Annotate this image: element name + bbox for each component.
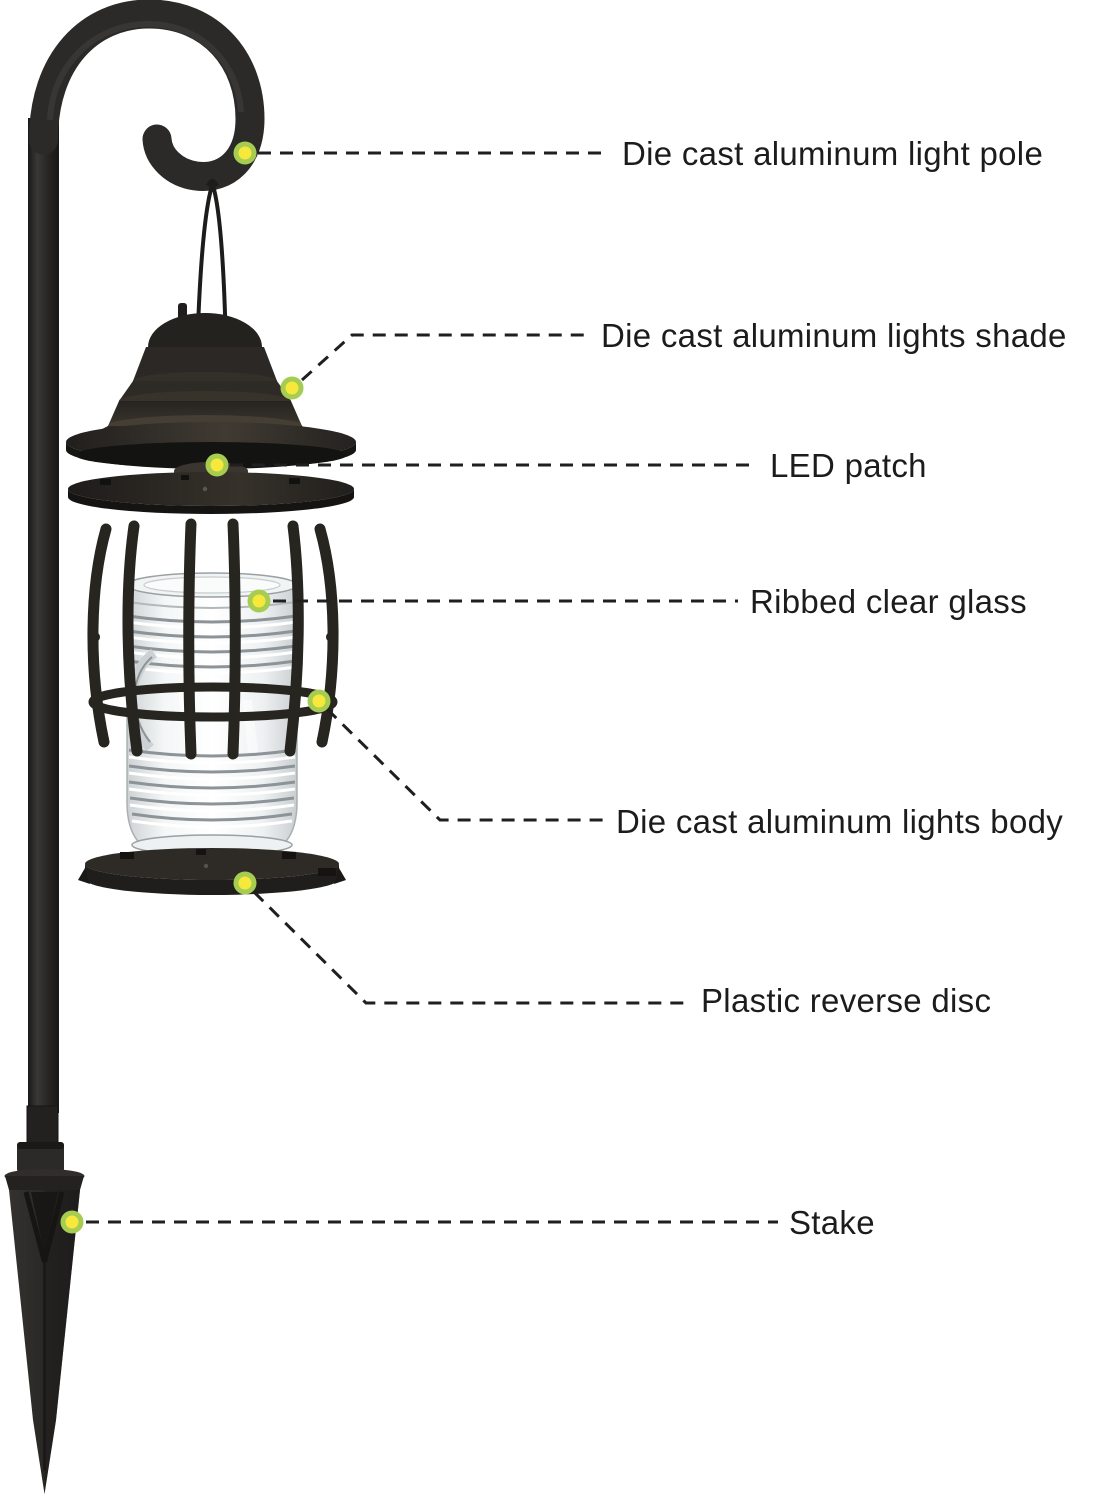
- label-lights-shade: Die cast aluminum lights shade: [601, 317, 1067, 354]
- callout-dot-led-patch: [205, 453, 229, 477]
- callout-line-reverse-disc: [252, 890, 688, 1005]
- callout-line-lights-body: [325, 707, 603, 822]
- callout-dot-light-pole: [233, 141, 257, 165]
- hanger-wire: [195, 177, 228, 357]
- led-disc-notch-right: [289, 478, 300, 484]
- pole-hook-curve: [29, 0, 265, 191]
- callout-line-lights-shade: [300, 333, 588, 382]
- stake-coupler-shadow: [17, 1142, 64, 1149]
- shade-underside-shadow: [75, 442, 347, 468]
- stake-sleeve: [26, 1105, 59, 1145]
- label-lights-body: Die cast aluminum lights body: [616, 803, 1063, 840]
- reverse-disc-side: [85, 864, 339, 895]
- label-ribbed-glass: Ribbed clear glass: [750, 583, 1027, 620]
- reverse-disc-notch-left: [120, 852, 134, 859]
- callout-dot-lights-shade: [280, 376, 304, 400]
- led-disc-top: [68, 472, 354, 506]
- cage-bar-right: [284, 520, 304, 757]
- callout-dot-lights-body: [307, 689, 331, 713]
- led-disc-notch-mid: [181, 475, 189, 480]
- light-pole-illustration: [28, 0, 265, 1113]
- reverse-disc-dot: [203, 863, 209, 869]
- glass-neck-line: [127, 601, 297, 609]
- led-disc-side: [68, 489, 354, 514]
- wire-hook-top: [206, 179, 219, 187]
- cage-tab-right: [326, 632, 336, 642]
- reverse-disc-tab-right: [318, 868, 336, 876]
- cage-ring: [88, 682, 338, 722]
- pole-hook-highlight: [47, 20, 244, 121]
- led-disc-notch-left: [100, 479, 111, 485]
- reverse-disc-notch-mid: [196, 849, 206, 855]
- stake-groove-fill: [31, 1192, 58, 1254]
- reverse-disc-top: [85, 848, 339, 880]
- label-light-pole: Die cast aluminum light pole: [622, 135, 1043, 172]
- reverse-disc-notch-right: [282, 852, 296, 859]
- stake-coupler: [17, 1142, 64, 1174]
- label-reverse-disc: Plastic reverse disc: [701, 982, 991, 1019]
- wire-loop: [195, 177, 228, 357]
- cage-bar-outer-left: [87, 523, 112, 748]
- label-led-patch: LED patch: [770, 447, 927, 484]
- lights-shade-illustration: [66, 303, 356, 469]
- glass-top-rim-inner: [143, 576, 281, 594]
- callout-dot-reverse-disc: [233, 871, 257, 895]
- callout-lines: [86, 151, 778, 1224]
- callout-dot-ribbed-glass: [247, 589, 271, 613]
- cage-bar-mid-right: [227, 518, 241, 760]
- pole-shaft: [28, 118, 59, 1113]
- stake-illustration: [4, 1105, 85, 1494]
- led-disc-screw: [202, 486, 208, 492]
- reverse-disc-illustration: [78, 848, 346, 895]
- shade-tier-1: [133, 347, 277, 381]
- callout-dot-stake: [60, 1210, 84, 1234]
- label-stake: Stake: [789, 1204, 875, 1241]
- cage-tab-left: [90, 632, 100, 642]
- reverse-disc-flare-right: [334, 868, 346, 884]
- reverse-disc-flare-left: [78, 868, 90, 884]
- stake-spike-shade: [44, 1190, 80, 1494]
- glass-lower-ribs: [128, 748, 296, 829]
- callout-markers: [60, 141, 331, 1234]
- cage-bar-outer-right: [314, 523, 339, 748]
- callout-labels: Die cast aluminum light pole Die cast al…: [601, 135, 1067, 1241]
- stake-collar: [5, 1176, 84, 1190]
- cage-bar-mid-left: [183, 518, 197, 760]
- lights-body-illustration: [87, 518, 339, 760]
- cage-bar-left: [122, 520, 143, 757]
